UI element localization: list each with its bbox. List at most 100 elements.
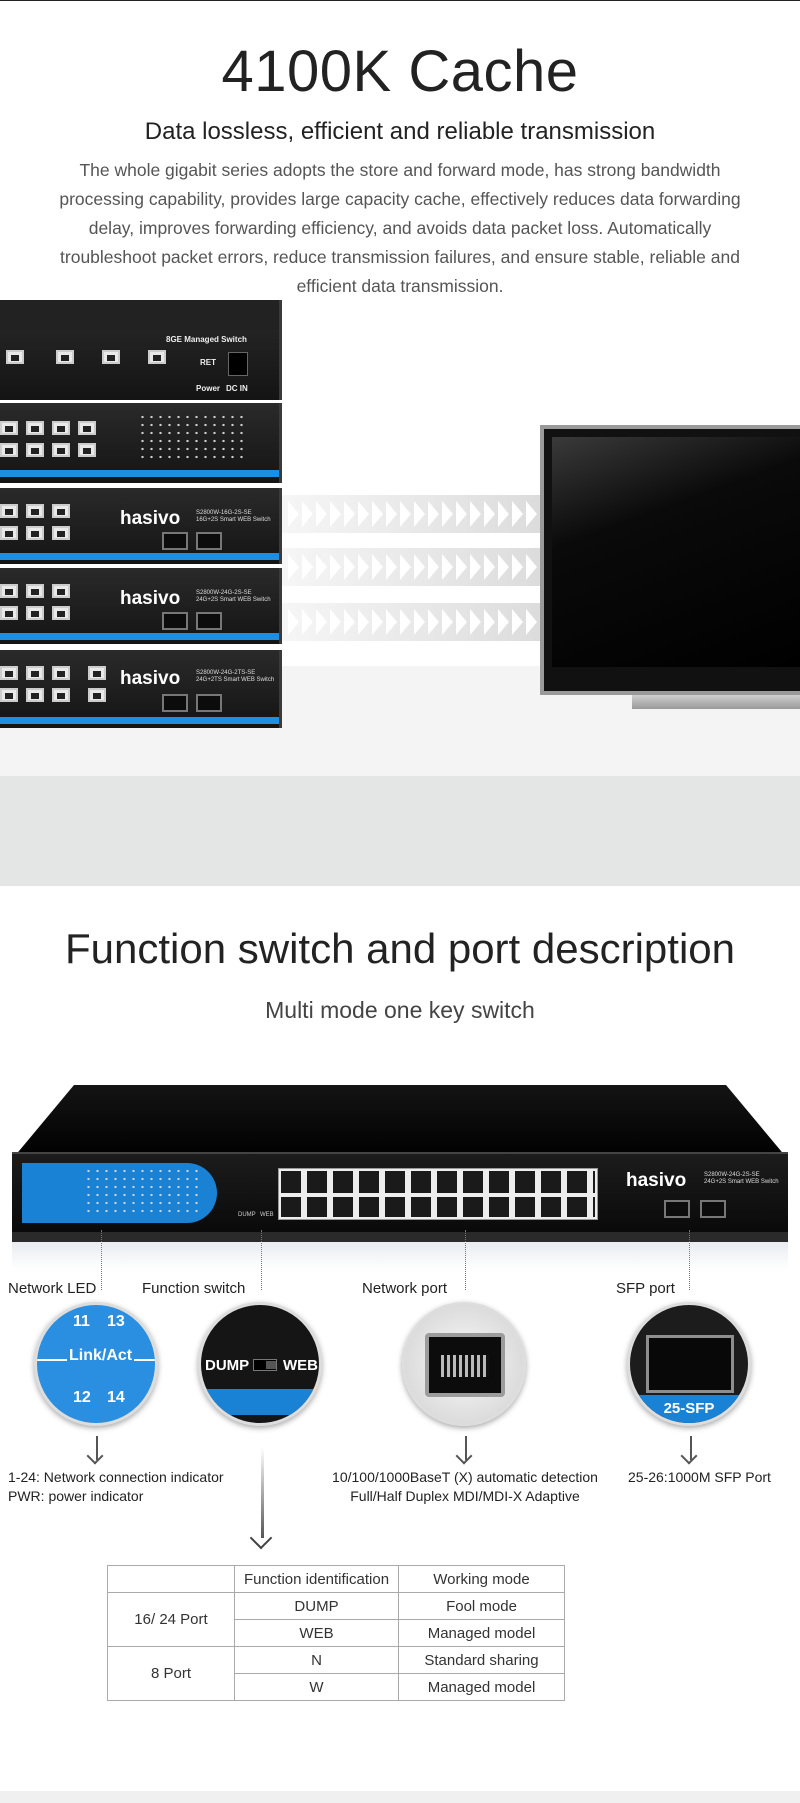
table-header-cell <box>107 1565 235 1593</box>
leader-line <box>689 1230 690 1290</box>
dc-jack <box>228 352 248 376</box>
rj45-jack <box>425 1333 505 1397</box>
chevron-right-icon <box>344 554 355 580</box>
led-grid <box>138 413 248 463</box>
monitor-screen <box>552 437 800 667</box>
chevron-right-icon <box>512 609 523 635</box>
chevron-right-icon <box>456 609 467 635</box>
led-panel <box>22 1163 217 1223</box>
switch-24-a <box>0 403 282 483</box>
chevron-right-icon <box>428 554 439 580</box>
chevron-right-icon <box>344 609 355 635</box>
table-row: WEB Managed model <box>108 1619 565 1647</box>
top-border <box>0 0 800 1</box>
sfp-cage <box>646 1335 734 1393</box>
led-num: 12 <box>73 1389 91 1406</box>
table-cell: WEB <box>234 1619 399 1647</box>
chevron-right-icon <box>470 609 481 635</box>
brand-logo: hasivo <box>120 588 181 609</box>
led-num: 11 <box>73 1313 90 1330</box>
power-label: Power <box>196 384 221 393</box>
switch-chassis-top <box>14 1085 786 1157</box>
function-switch-label: Function switch <box>142 1280 246 1297</box>
bottom-band <box>0 1791 800 1803</box>
model-label: S2800W-24G-2S-SE 24G+2S Smart WEB Switch <box>196 590 271 603</box>
chevron-right-icon <box>456 554 467 580</box>
chevron-right-icon <box>414 501 425 527</box>
network-port-label: Network port <box>362 1280 448 1297</box>
chevron-right-icon <box>372 554 383 580</box>
model-label: S2800W-16G-2S-SE 16G+2S Smart WEB Switch <box>196 510 271 523</box>
dcin-label: DC IN <box>226 384 248 393</box>
chevron-right-icon <box>442 501 453 527</box>
table-group-cell: 16/ 24 Port <box>107 1592 235 1647</box>
table-cell: Managed model <box>398 1673 565 1701</box>
chevron-right-icon <box>456 501 467 527</box>
chevron-right-icon <box>400 609 411 635</box>
chevron-right-icon <box>428 501 439 527</box>
table-row: 8 Port N Standard sharing <box>107 1646 565 1701</box>
switch-8ge: 8GE Managed Switch RET Power DC IN <box>0 300 282 400</box>
network-led-label: Network LED <box>8 1280 97 1297</box>
port-desc-line: Full/Half Duplex MDI/MDI-X Adaptive <box>350 1488 580 1504</box>
data-flow-band <box>282 548 540 586</box>
switch-base <box>12 1232 788 1242</box>
model-label: S2800W-24G-2TS-SE 24G+2TS Smart WEB Swit… <box>196 670 275 683</box>
cache-description: The whole gigabit series adopts the stor… <box>59 160 741 296</box>
chevron-right-icon <box>344 501 355 527</box>
chevron-right-icon <box>316 609 327 635</box>
chevron-right-icon <box>470 554 481 580</box>
switch-16g-2s: hasivo S2800W-16G-2S-SE 16G+2S Smart WEB… <box>0 488 282 564</box>
ret-label: RET <box>200 358 216 367</box>
chevron-right-icon <box>414 554 425 580</box>
led-num: 14 <box>107 1389 125 1406</box>
monitor <box>540 425 800 695</box>
table-cell: W <box>234 1673 399 1701</box>
table-cell: Fool mode <box>398 1592 565 1620</box>
chevron-right-icon <box>330 609 341 635</box>
sfp-inner-label: 25-SFP <box>663 1400 715 1417</box>
network-led-zoom: 11 13 Link/Act 12 14 <box>34 1302 158 1426</box>
down-arrow-icon <box>680 1436 702 1465</box>
brand-logo: hasivo <box>120 668 181 689</box>
table-cell: N <box>234 1646 399 1674</box>
chevron-right-icon <box>358 554 369 580</box>
mode-toggle <box>253 1359 277 1371</box>
chevron-right-icon <box>400 554 411 580</box>
chevron-right-icon <box>372 501 383 527</box>
switch-24g-2s: hasivo S2800W-24G-2S-SE 24G+2S Smart WEB… <box>0 568 282 644</box>
long-arrow-shaft <box>261 1448 264 1538</box>
chevron-right-icon <box>442 554 453 580</box>
chevron-right-icon <box>330 554 341 580</box>
chevron-right-icon <box>288 554 299 580</box>
chevron-right-icon <box>484 609 495 635</box>
down-arrow-icon <box>249 1526 273 1550</box>
chevron-right-icon <box>526 501 537 527</box>
sfp-port-label: SFP port <box>616 1280 675 1297</box>
chevron-right-icon <box>386 501 397 527</box>
chevron-right-icon <box>526 609 537 635</box>
chevron-right-icon <box>428 609 439 635</box>
chevron-right-icon <box>498 609 509 635</box>
blue-strip <box>630 1395 748 1423</box>
chevron-right-icon <box>442 609 453 635</box>
port-description: 10/100/1000BaseT (X) automatic detection… <box>300 1468 630 1506</box>
chevron-right-icon <box>512 501 523 527</box>
chevron-right-icon <box>498 501 509 527</box>
table-row: 16/ 24 Port DUMP Fool mode <box>107 1592 565 1647</box>
leader-line <box>101 1230 102 1290</box>
switch-24g-2ts: hasivo S2800W-24G-2TS-SE 24G+2TS Smart W… <box>0 650 282 728</box>
dump-text: DUMP <box>205 1357 250 1374</box>
leader-line <box>261 1230 262 1290</box>
chevron-right-icon <box>330 501 341 527</box>
link-act-label: Link/Act <box>67 1347 135 1365</box>
down-arrow-icon <box>455 1436 477 1465</box>
chevron-right-icon <box>400 501 411 527</box>
chevron-right-icon <box>302 501 313 527</box>
chevron-right-icon <box>302 609 313 635</box>
chevron-right-icon <box>302 554 313 580</box>
chevron-right-icon <box>316 554 327 580</box>
brand-logo: hasivo <box>626 1170 687 1191</box>
table-cell: DUMP <box>234 1592 399 1620</box>
chevron-right-icon <box>288 501 299 527</box>
